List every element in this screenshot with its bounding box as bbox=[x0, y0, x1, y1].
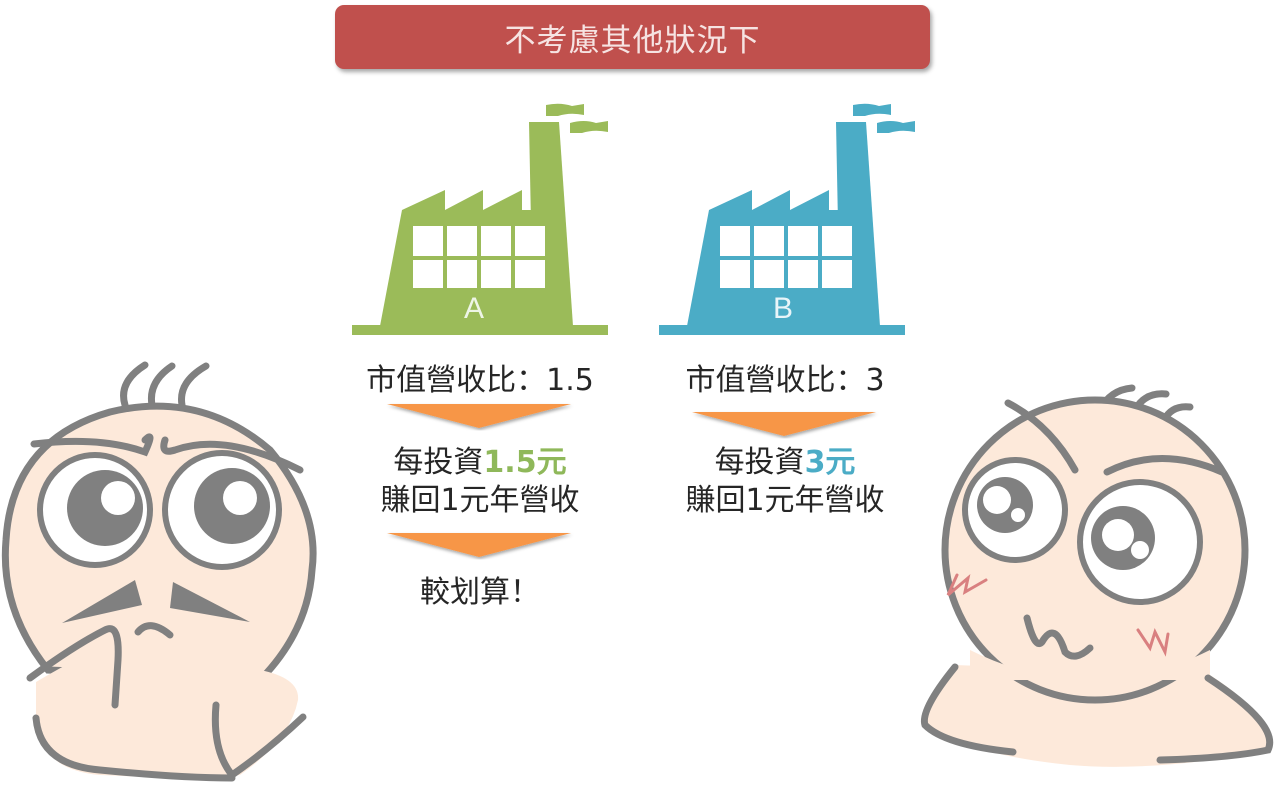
factory-b-icon: B bbox=[657, 100, 917, 336]
factory-a-label: A bbox=[464, 292, 485, 325]
arrow-down-icon bbox=[692, 412, 876, 436]
arrow-down-icon bbox=[387, 533, 571, 557]
confused-character-illustration bbox=[920, 384, 1274, 767]
factory-a-invest: 每投資1.5元 賺回1元年營收 bbox=[380, 445, 580, 518]
thinking-character-illustration bbox=[1, 361, 317, 782]
factory-a-amount: 1.5元 bbox=[483, 445, 567, 480]
factory-b-ratio: 市值營收比：3 bbox=[685, 363, 885, 398]
arrow-down-icon bbox=[387, 404, 571, 428]
factory-b-invest: 每投資3元 賺回1元年營收 bbox=[685, 445, 885, 518]
factory-b-amount: 3元 bbox=[804, 445, 856, 480]
factory-a-ratio: 市值營收比：1.5 bbox=[366, 363, 594, 398]
banner-title: 不考慮其他狀況下 bbox=[504, 22, 761, 59]
factory-b-label: B bbox=[773, 292, 794, 325]
title-banner: 不考慮其他狀況下 bbox=[335, 5, 930, 69]
factory-a-conclusion: 較划算！ bbox=[420, 575, 540, 610]
factory-a-icon: A bbox=[350, 100, 610, 336]
